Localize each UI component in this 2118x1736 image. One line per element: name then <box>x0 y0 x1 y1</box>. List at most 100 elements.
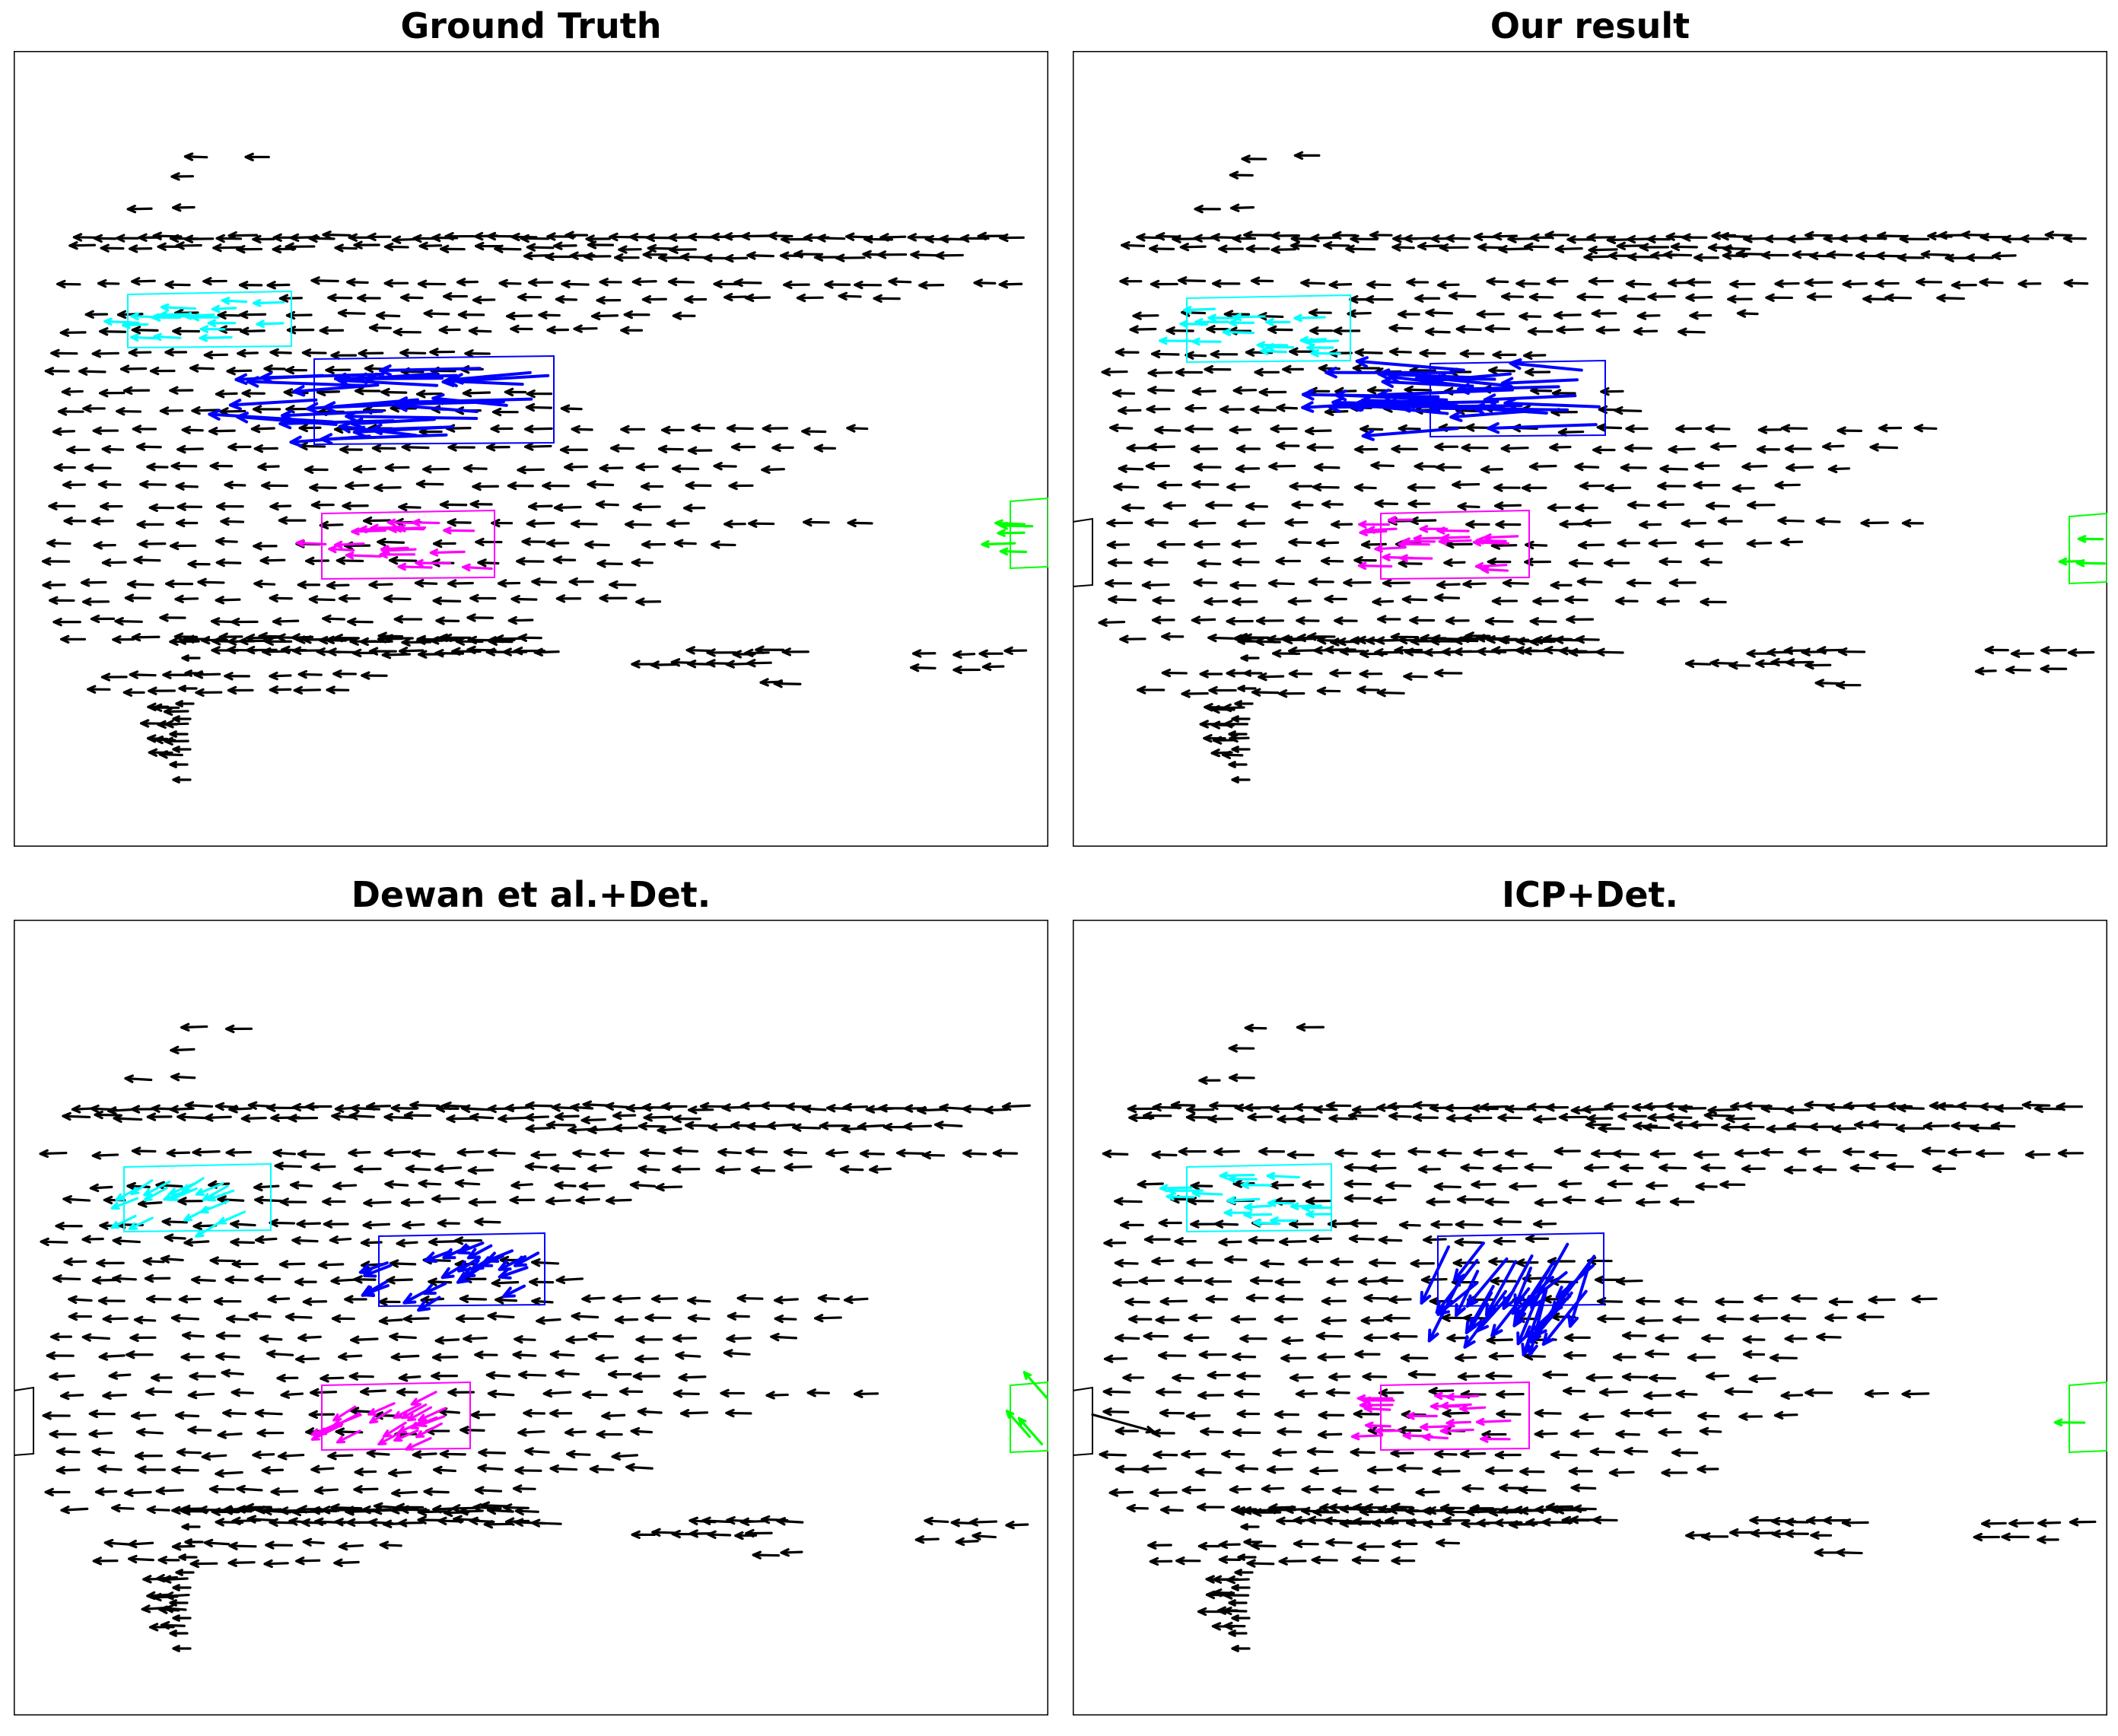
flow-arrow-head <box>2069 1518 2079 1527</box>
flow-arrow-shaft <box>360 1389 386 1394</box>
flow-arrow-shaft <box>263 1562 289 1566</box>
flow-arrow-head <box>512 1350 523 1359</box>
flow-arrow-head <box>1746 539 1757 548</box>
flow-arrow-shaft <box>549 1353 575 1357</box>
flow-arrow-head <box>463 464 473 473</box>
flow-arrow-head <box>1209 1101 1219 1111</box>
flow-arrow-shaft <box>450 370 532 382</box>
flow-arrow-head <box>816 234 826 243</box>
flow-arrow-head <box>1258 672 1267 682</box>
flow-arrow-shaft <box>1429 406 1569 412</box>
flow-arrow-shaft <box>1328 1117 1355 1121</box>
flow-arrow-shaft <box>1626 237 1650 241</box>
flow-arrow-shaft <box>564 465 588 469</box>
flow-arrow-head <box>1777 516 1787 526</box>
flow-arrow-head <box>1842 279 1852 289</box>
flow-arrow-head <box>1290 1373 1299 1382</box>
flow-arrow-head <box>1388 1102 1398 1111</box>
flow-arrow-head <box>1598 1124 1608 1133</box>
flow-arrow-head <box>131 277 141 286</box>
flow-arrow-shaft <box>631 280 657 284</box>
flow-arrow-head <box>178 685 186 692</box>
flow-arrow-head <box>350 1104 361 1113</box>
flow-arrow-head <box>587 480 596 489</box>
flow-arrow-shaft <box>80 580 107 584</box>
flow-arrow-head <box>555 1275 566 1285</box>
flow-arrow-head <box>1757 425 1768 434</box>
flow-arrow-shaft <box>1574 465 1600 469</box>
flow-arrow-head <box>57 407 68 416</box>
flow-arrow-head <box>536 1316 545 1325</box>
flow-arrow-head <box>416 636 426 645</box>
flow-arrow-head <box>1352 1105 1362 1114</box>
flow-arrow-head <box>854 280 863 290</box>
flow-arrow-head <box>393 615 404 624</box>
flow-arrow-shaft <box>1434 1394 1468 1399</box>
flow-arrow-head <box>333 372 347 385</box>
flow-arrow-shaft <box>1710 444 1737 448</box>
flow-arrow-head <box>383 634 393 643</box>
flow-arrow-head <box>317 1427 328 1436</box>
flow-arrow-head <box>1172 234 1181 243</box>
flow-arrow-head <box>1547 503 1557 513</box>
flow-arrow-head <box>1301 401 1315 413</box>
flow-arrow-shaft <box>398 1375 421 1380</box>
flow-arrow-head <box>166 1148 176 1158</box>
flow-arrow-head <box>329 1235 339 1245</box>
flow-arrow-head <box>1577 540 1588 550</box>
flow-arrow-head <box>1332 231 1342 240</box>
flow-arrow-head <box>733 278 743 288</box>
flow-arrow-head <box>1353 483 1364 492</box>
flow-arrow-head <box>1405 1506 1415 1516</box>
flow-arrow-head <box>1158 1351 1168 1360</box>
flow-arrow-head <box>1388 516 1397 524</box>
flow-arrow-shaft <box>962 1152 987 1156</box>
flow-arrow-head <box>1663 250 1673 259</box>
flow-arrow-head <box>1271 649 1282 658</box>
flow-arrow-head <box>151 1104 161 1113</box>
flow-arrow-head <box>1270 424 1280 434</box>
flow-arrow-head <box>1717 517 1728 526</box>
flow-arrow-shaft <box>1314 466 1340 469</box>
flow-arrow-head <box>159 406 170 415</box>
flow-arrow-shaft <box>1366 527 1398 532</box>
flow-arrow-head <box>192 1147 202 1157</box>
flow-arrow-shaft <box>1293 316 1326 320</box>
flow-arrow-shaft <box>158 313 191 316</box>
flow-arrow-head <box>1147 368 1157 377</box>
flow-arrow-head <box>1154 425 1164 435</box>
flow-arrow-head <box>410 1397 420 1406</box>
flow-arrow-head <box>152 1592 162 1602</box>
flow-arrow-shaft <box>838 294 862 298</box>
flow-arrow-head <box>1418 1165 1428 1174</box>
flow-arrow-shaft <box>1102 1152 1129 1156</box>
flow-arrow-head <box>1333 326 1343 335</box>
flow-arrow-shaft <box>1344 1165 1371 1169</box>
flow-arrow-shaft <box>361 1280 388 1297</box>
flow-arrow-head <box>1334 616 1344 625</box>
flow-arrow-head <box>713 462 723 471</box>
flow-arrow-head <box>1528 462 1539 471</box>
flow-arrow-head <box>440 1267 455 1280</box>
flow-arrow-shaft <box>1586 236 1616 239</box>
flow-arrow-head <box>1141 580 1152 590</box>
flow-arrow-head <box>224 480 234 490</box>
flow-arrow-shaft <box>1357 1280 1380 1283</box>
flow-arrow-head <box>342 501 351 510</box>
flow-arrow-shaft <box>1299 338 1328 342</box>
flow-arrow-shaft <box>750 1168 776 1172</box>
flow-arrow-shaft <box>1773 1413 1798 1417</box>
flow-arrow-head <box>1223 1606 1232 1616</box>
flow-arrow-head <box>124 1488 134 1498</box>
flow-arrow-shaft <box>443 529 475 533</box>
flow-arrow-head <box>399 1505 409 1515</box>
flow-arrow-shaft <box>1317 1355 1346 1359</box>
flow-arrow-shaft <box>240 329 266 333</box>
flow-arrow-head <box>1689 311 1699 320</box>
flow-arrow-head <box>1572 1504 1582 1513</box>
flow-arrow-shaft <box>1461 1486 1484 1490</box>
flow-arrow-head <box>1564 1333 1574 1343</box>
flow-arrow-shaft <box>1287 599 1312 603</box>
flow-arrow-head <box>1374 1426 1384 1436</box>
flow-arrow-head <box>614 1315 625 1324</box>
